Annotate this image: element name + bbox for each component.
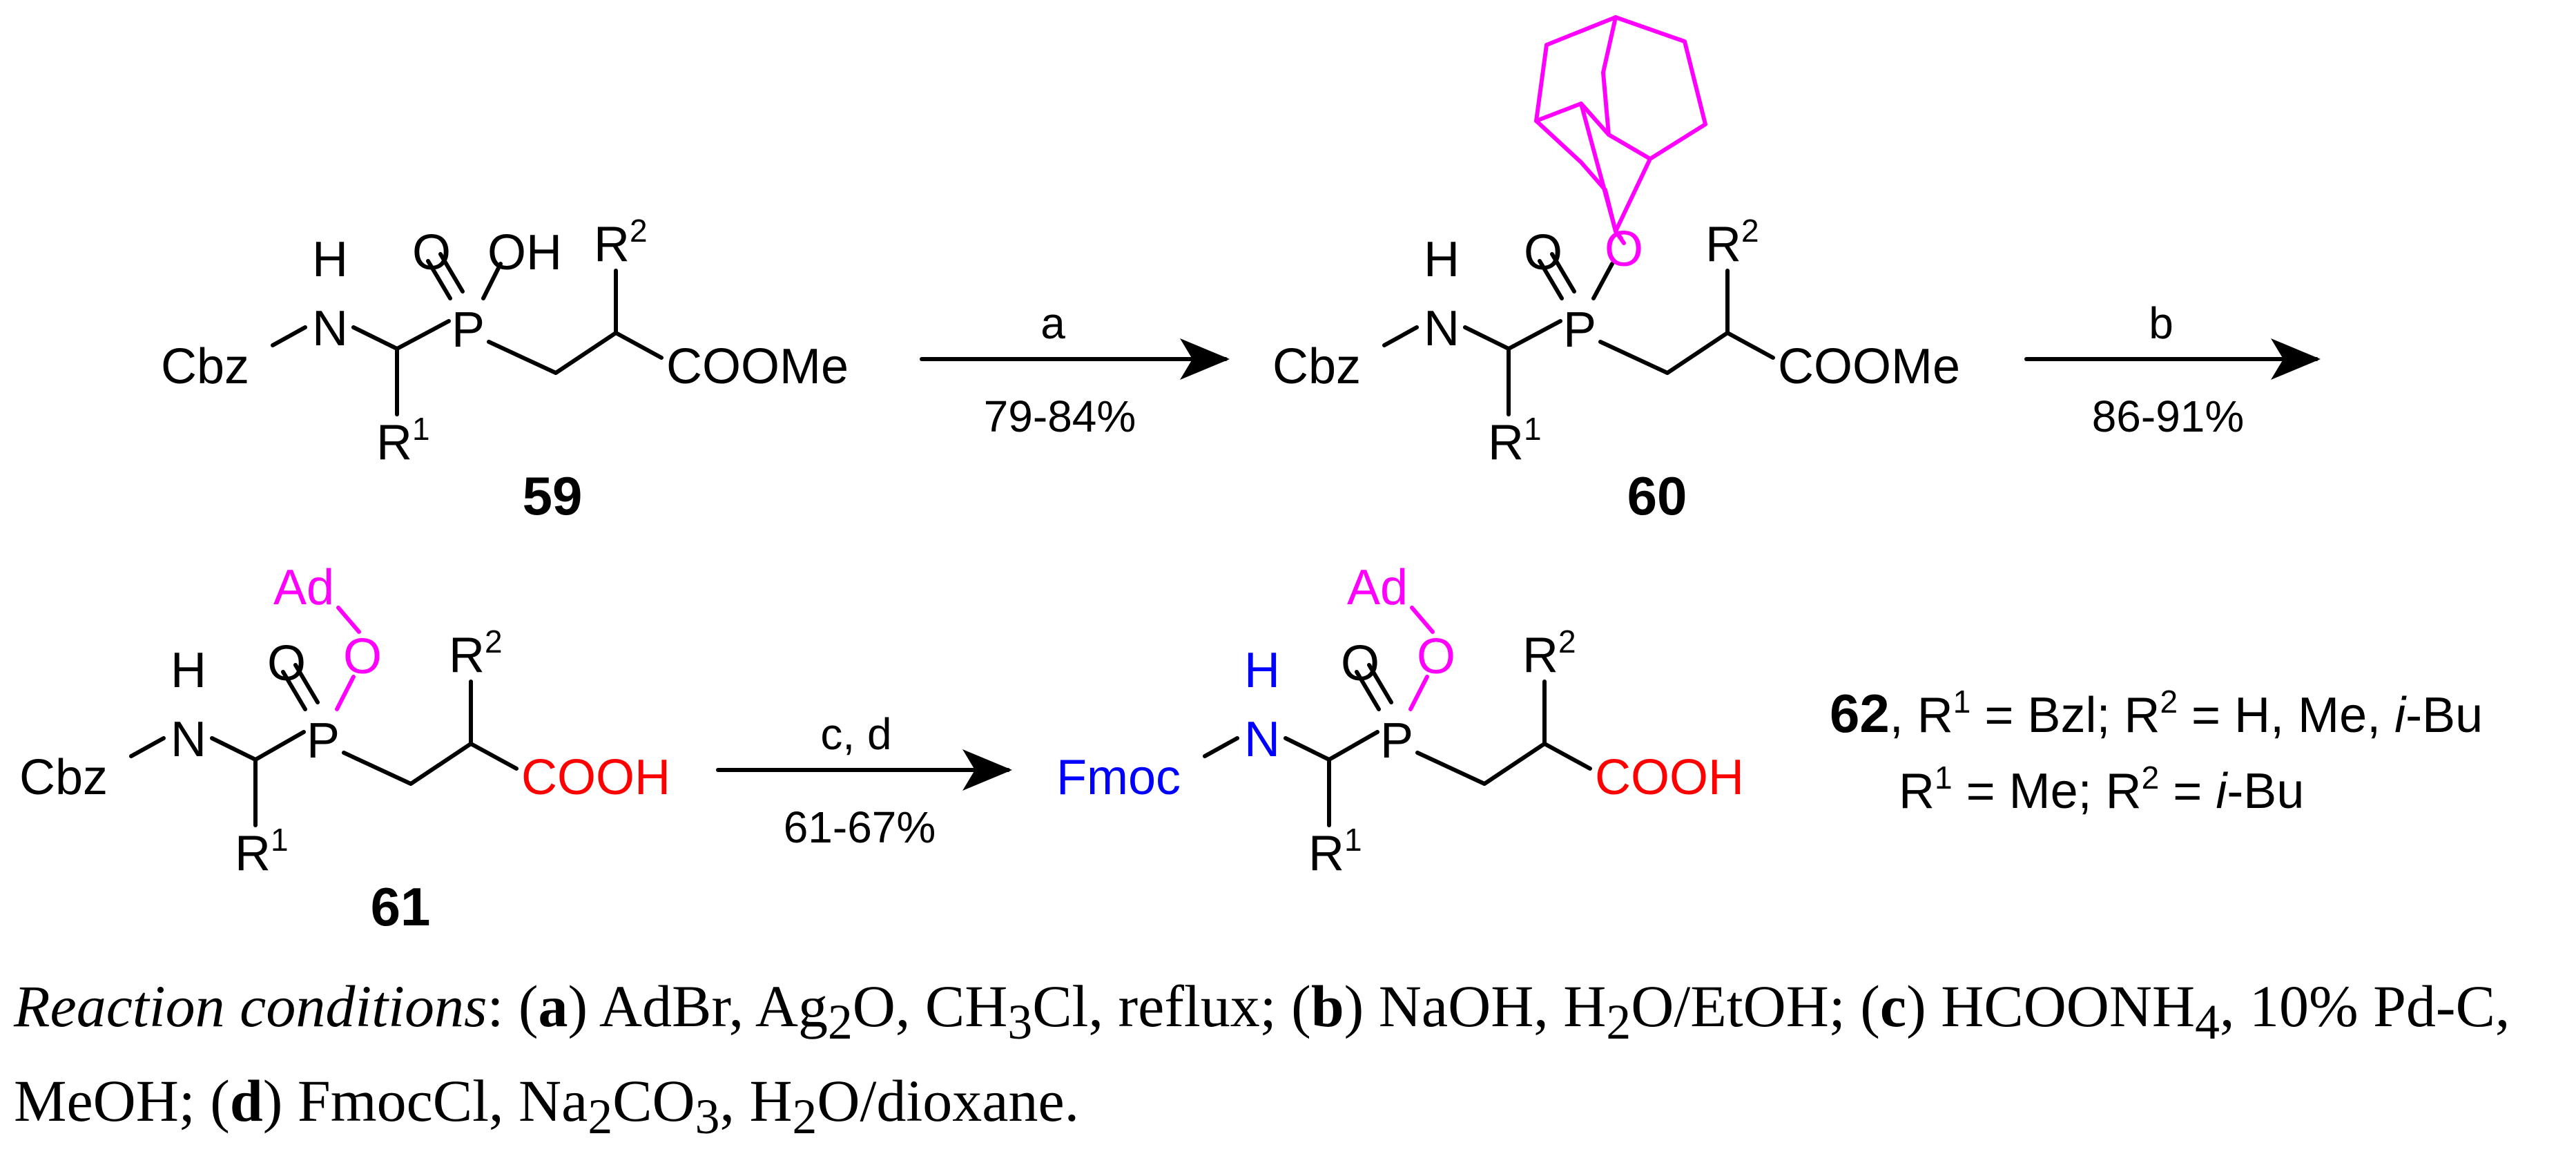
adamantyl-ester-oxygen: O (343, 629, 382, 684)
substituent-line-2: R1 = Me; R2 = i-Bu (1899, 760, 2304, 819)
compound-61: Cbz H N P O O Ad COOH R2 R1 61 (19, 560, 670, 937)
nitrogen-atom: N (1244, 712, 1280, 767)
substituent-key: 62, R1 = Bzl; R2 = H, Me, i-Bu R1 = Me; … (1830, 683, 2483, 819)
methyl-ester: COOMe (666, 339, 849, 394)
phosphorus-atom: P (1380, 713, 1413, 769)
nitrogen-atom: N (312, 301, 348, 356)
hydroxyl-group: OH (487, 225, 562, 280)
nh-hydrogen: H (312, 232, 348, 287)
compound-62: Fmoc H N P O O Ad COOH R2 R1 (1056, 560, 1744, 881)
arrow-reagent-label: c, d (820, 709, 891, 759)
phosphorus-atom: P (307, 713, 340, 769)
phosphoryl-oxygen: O (1341, 636, 1379, 691)
r2-substituent: R2 (1705, 213, 1759, 272)
compound-59: Cbz H N P O OH COOMe R2 R1 59 (161, 213, 849, 526)
r2-substituent: R2 (449, 624, 503, 683)
adamantyl-ester-oxygen: O (1417, 629, 1455, 684)
arrow-yield-label: 79-84% (984, 392, 1136, 441)
r1-substituent: R1 (1488, 411, 1542, 470)
compound-number-61: 61 (371, 876, 431, 937)
fmoc-label: Fmoc (1056, 750, 1181, 805)
arrow-yield-label: 61-67% (784, 802, 936, 852)
phosphorus-atom: P (1563, 302, 1596, 358)
r1-substituent: R1 (376, 411, 430, 470)
r1-substituent: R1 (235, 822, 289, 881)
r2-substituent: R2 (1522, 624, 1576, 683)
adamantyl-label: Ad (273, 560, 334, 615)
nh-hydrogen: H (1244, 643, 1280, 698)
phosphoryl-oxygen: O (267, 636, 306, 691)
arrow-a: a 79-84% (920, 298, 1230, 441)
compound-number-60: 60 (1627, 465, 1687, 526)
substituent-line-1: 62, R1 = Bzl; R2 = H, Me, i-Bu (1830, 683, 2483, 744)
arrow-reagent-label: a (1040, 298, 1065, 348)
cbz-label: Cbz (161, 339, 249, 394)
carboxylic-acid: COOH (1595, 750, 1744, 805)
nitrogen-atom: N (171, 712, 206, 767)
nitrogen-atom: N (1424, 301, 1460, 356)
adamantyl-label: Ad (1347, 560, 1408, 615)
nh-hydrogen: H (1424, 232, 1460, 287)
carboxylic-acid: COOH (521, 750, 670, 805)
phosphoryl-oxygen: O (1524, 225, 1562, 280)
r1-substituent: R1 (1308, 822, 1362, 881)
arrow-b: b 86-91% (2024, 298, 2321, 441)
cbz-label: Cbz (1272, 339, 1361, 394)
arrow-yield-label: 86-91% (2092, 392, 2245, 441)
compound-60: Cbz H N P O O COOMe R2 R1 60 (1272, 15, 1960, 526)
reaction-conditions: Reaction conditions: (a) AdBr, Ag2O, CH3… (14, 973, 2510, 1145)
arrow-cd: c, d 61-67% (716, 709, 1012, 852)
cbz-label: Cbz (19, 750, 108, 805)
phosphorus-atom: P (452, 302, 485, 358)
methyl-ester: COOMe (1778, 339, 1960, 394)
compound-number-59: 59 (523, 465, 583, 526)
adamantyl-ester-oxygen: O (1605, 222, 1643, 277)
phosphoryl-oxygen: O (412, 225, 451, 280)
arrow-reagent-label: b (2149, 298, 2173, 348)
adamantyl-cage (1534, 15, 1707, 240)
reaction-scheme: Cbz H N P O OH COOMe R2 R1 59 a 79-84% (19, 15, 2483, 937)
conditions-label: Reaction conditions (14, 973, 487, 1039)
r2-substituent: R2 (594, 213, 648, 272)
nh-hydrogen: H (171, 643, 206, 698)
